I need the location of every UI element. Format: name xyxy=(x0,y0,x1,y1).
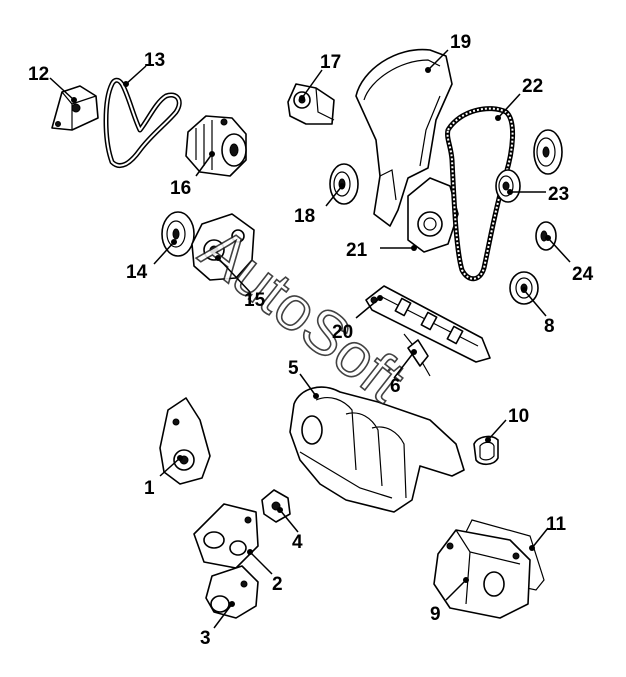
callout-4: 4 xyxy=(292,532,303,553)
part-12-bracket xyxy=(51,85,99,131)
part-20-fuel-rail xyxy=(365,285,491,363)
leader-lines xyxy=(49,49,571,629)
callout-22: 22 xyxy=(522,76,543,97)
callout-20: 20 xyxy=(332,322,353,343)
callout-10: 10 xyxy=(508,406,529,427)
callout-12: 12 xyxy=(28,64,49,85)
part-10-gasket xyxy=(473,435,499,466)
camshaft-sprocket xyxy=(533,129,563,175)
callout-23: 23 xyxy=(548,184,569,205)
part-23-tensioner-pulley xyxy=(495,169,521,203)
part-5-intake-manifold xyxy=(289,386,465,513)
part-14-pulley xyxy=(161,211,195,257)
part-9-valve-cover xyxy=(433,529,531,619)
part-17-engine-mount xyxy=(287,83,335,125)
callout-21: 21 xyxy=(346,240,368,261)
callout-15: 15 xyxy=(244,290,266,311)
part-16-water-pump xyxy=(185,115,247,177)
callout-8: 8 xyxy=(544,316,555,337)
callout-18: 18 xyxy=(294,206,315,227)
callout-labels: 12 13 16 17 19 22 23 24 8 18 21 14 15 20… xyxy=(28,32,594,649)
part-3-water-outlet xyxy=(205,565,259,619)
part-13-drive-belt xyxy=(103,77,182,168)
part-19-timing-cover xyxy=(355,48,453,227)
part-6-injector xyxy=(403,333,431,377)
part-22-timing-belt xyxy=(445,106,516,282)
callout-2: 2 xyxy=(272,574,283,595)
part-15-tensioner-bracket xyxy=(191,213,255,281)
callout-19: 19 xyxy=(450,32,471,53)
callout-17: 17 xyxy=(320,52,341,73)
callout-5: 5 xyxy=(288,358,299,379)
callout-1: 1 xyxy=(144,478,155,499)
part-21-lower-cover xyxy=(407,177,459,253)
callout-11: 11 xyxy=(546,514,567,535)
part-2-coolant-outlet xyxy=(193,503,259,569)
callout-16: 16 xyxy=(170,178,191,199)
callout-14: 14 xyxy=(126,262,148,283)
callout-24: 24 xyxy=(572,264,594,285)
callout-6: 6 xyxy=(390,376,401,397)
part-1-thermostat-housing xyxy=(159,397,211,485)
callout-3: 3 xyxy=(200,628,211,649)
callout-9: 9 xyxy=(430,604,441,625)
callout-13: 13 xyxy=(144,50,165,71)
